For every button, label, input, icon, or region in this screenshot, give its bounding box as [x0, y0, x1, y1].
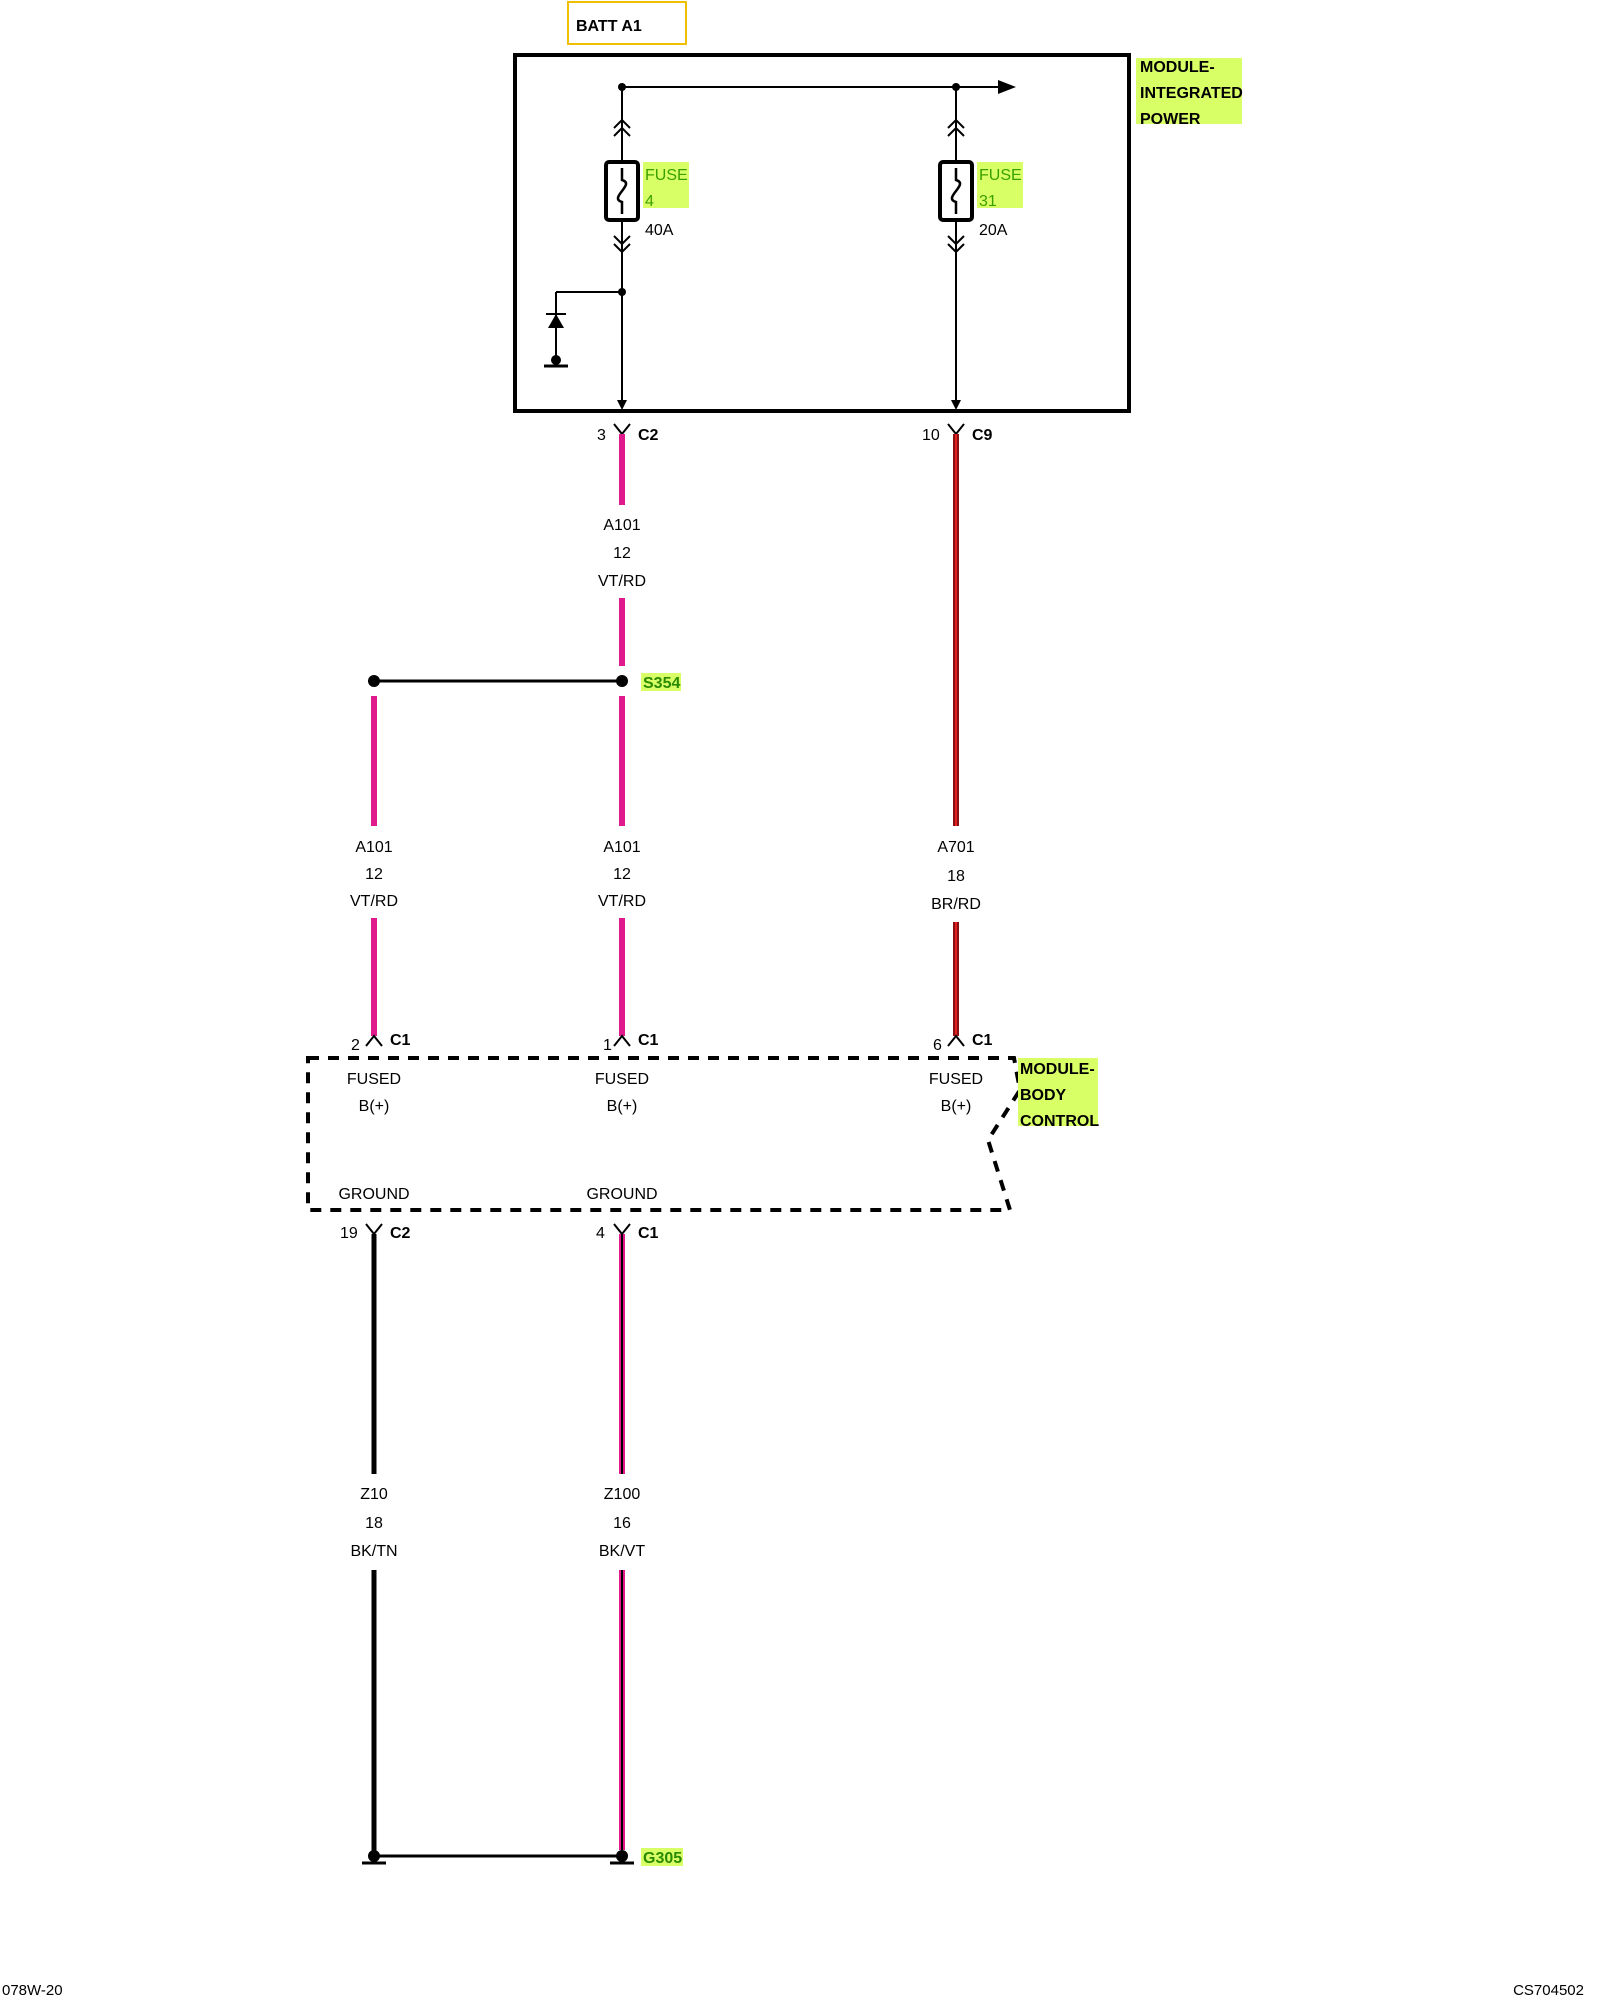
batt-label: BATT A1 [576, 18, 642, 35]
ipm-name-line3: POWER [1140, 111, 1201, 128]
z10-circuit: Z10 [360, 1486, 388, 1503]
ipm-c2-pin: 3 [597, 427, 606, 444]
diode-ground-node [551, 355, 561, 365]
bcm-c1-pin4-connector-icon [613, 1223, 631, 1236]
bcm-c1-pin6-connector-icon [947, 1034, 965, 1047]
a101-mid-gauge: 12 [613, 866, 631, 883]
bcm-c1-pin2-pin: 2 [351, 1037, 360, 1054]
fuse4-label-highlight [643, 162, 689, 208]
splice-label-highlight [641, 673, 681, 691]
bus-continue-arrow [998, 80, 1016, 94]
z100-color: BK/VT [599, 1543, 645, 1560]
pin1-function-line2: B(+) [607, 1098, 638, 1115]
fuse31-top-terminal [947, 118, 965, 137]
a101-mid-circuit: A101 [603, 839, 640, 856]
pin2-function-line2: B(+) [359, 1098, 390, 1115]
ground-label: G305 [643, 1850, 682, 1867]
fuse4-number: 4 [645, 193, 654, 210]
bcm-c1-pin6-name: C1 [972, 1032, 993, 1049]
bcm-c1-pin1-pin: 1 [603, 1037, 612, 1054]
bcm-name-line2: BODY [1020, 1087, 1067, 1104]
bcm-c1-pin6-pin: 6 [933, 1037, 942, 1054]
bcm-c2-pin19-connector-icon [365, 1223, 383, 1236]
ipm-c9-arrow [951, 400, 961, 410]
ipm-c9-name: C9 [972, 427, 993, 444]
pin6-function-line2: B(+) [941, 1098, 972, 1115]
z10-color: BK/TN [350, 1543, 397, 1560]
bcm-c1-pin1-connector-icon [613, 1034, 631, 1047]
ipm-c2-connector-icon [613, 423, 631, 436]
body-control-module-outline [306, 1056, 1023, 1212]
pin4-function: GROUND [586, 1186, 657, 1203]
fuse31-name: FUSE [979, 167, 1022, 184]
a101-mid-color: VT/RD [598, 893, 646, 910]
ipm-c2-arrow [617, 400, 627, 410]
splice-node-left [368, 675, 380, 687]
bcm-c2-pin19-pin: 19 [340, 1225, 358, 1242]
bcm-c1-pin1-name: C1 [638, 1032, 659, 1049]
fuse31-element [950, 168, 962, 214]
fuse4-element [616, 168, 628, 214]
a101-upper-gauge: 12 [613, 545, 631, 562]
fuse31-number: 31 [979, 193, 997, 210]
ipm-c9-connector-icon [947, 423, 965, 436]
splice-label: S354 [643, 675, 680, 692]
ipm-c2-name: C2 [638, 427, 659, 444]
pin1-function-line1: FUSED [595, 1071, 649, 1088]
z100-gauge: 16 [613, 1515, 631, 1532]
fuse4-top-terminal [613, 118, 631, 137]
a101-upper-circuit: A101 [603, 517, 640, 534]
footer-left-code: 078W-20 [2, 1982, 63, 1999]
fuse4-rating: 40A [645, 222, 674, 239]
z10-gauge: 18 [365, 1515, 383, 1532]
a101-left-circuit: A101 [355, 839, 392, 856]
a701-circuit: A701 [937, 839, 974, 856]
a101-upper-color: VT/RD [598, 573, 646, 590]
fuse31-label-highlight [977, 162, 1023, 208]
pin19-function: GROUND [338, 1186, 409, 1203]
integrated-power-module-box [513, 53, 1131, 413]
bcm-c1-pin2-connector-icon [365, 1034, 383, 1047]
footer-right-code: CS704502 [1513, 1982, 1584, 1999]
bcm-c1-pin2-name: C1 [390, 1032, 411, 1049]
bcm-c1-pin4-name: C1 [638, 1225, 659, 1242]
batt-label-box [567, 1, 687, 45]
ipm-name-line1: MODULE- [1140, 59, 1215, 76]
a101-left-gauge: 12 [365, 866, 383, 883]
pin6-function-line1: FUSED [929, 1071, 983, 1088]
bcm-c1-pin4-pin: 4 [596, 1225, 605, 1242]
bcm-name-highlight [1018, 1058, 1098, 1126]
ipm-name-highlight [1136, 58, 1242, 124]
ipm-c9-pin: 10 [922, 427, 940, 444]
a101-left-color: VT/RD [350, 893, 398, 910]
bcm-name-line1: MODULE- [1020, 1061, 1095, 1078]
fuse4-bottom-terminal [613, 235, 631, 254]
z100-circuit: Z100 [604, 1486, 641, 1503]
bcm-c2-pin19-name: C2 [390, 1225, 411, 1242]
pin2-function-line1: FUSED [347, 1071, 401, 1088]
a701-color: BR/RD [931, 896, 981, 913]
ipm-name-line2: INTEGRATED [1140, 85, 1243, 102]
ground-node-left [368, 1850, 380, 1862]
ground-label-highlight [641, 1848, 683, 1866]
fuse31-bottom-terminal [947, 235, 965, 254]
a701-gauge: 18 [947, 868, 965, 885]
diode-symbol [548, 314, 564, 328]
fuse31-rating: 20A [979, 222, 1008, 239]
ground-node-right [616, 1850, 628, 1862]
fuse4-name: FUSE [645, 167, 688, 184]
splice-node-right [616, 675, 628, 687]
bcm-name-line3: CONTROL [1020, 1113, 1099, 1130]
